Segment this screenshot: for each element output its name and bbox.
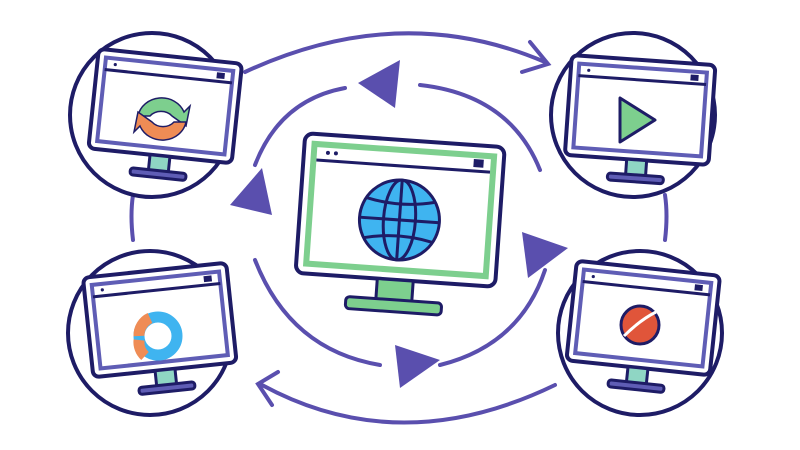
cycle-arrow-icon — [395, 345, 440, 388]
inner-cycle-arrows — [253, 83, 547, 367]
screen-badge — [556, 249, 724, 417]
cycle-arrow-head — [520, 40, 552, 74]
cycle-arrow-icon — [230, 168, 272, 215]
cycle-arrow-icon — [260, 383, 557, 425]
cycle-arrow-icon — [358, 60, 400, 108]
center-monitor — [294, 131, 507, 317]
cycle-arrow-icon — [522, 232, 568, 278]
outer-cycle-arrows — [129, 31, 669, 425]
screen-donut-chart — [66, 249, 241, 417]
donut-chart-icon — [133, 311, 183, 361]
cycle-arrow-head — [255, 370, 280, 407]
swoosh-badge-icon — [619, 304, 661, 346]
globe-icon — [357, 178, 441, 262]
screen-play — [549, 31, 718, 199]
screen-refresh — [68, 31, 245, 199]
cycle-arrow-icon — [243, 31, 547, 74]
cycle-arrowheads — [230, 60, 568, 388]
cycle-arc-left — [129, 193, 135, 242]
refresh-icon — [132, 97, 192, 141]
play-icon — [618, 96, 657, 144]
cycle-arc-right — [663, 193, 669, 242]
